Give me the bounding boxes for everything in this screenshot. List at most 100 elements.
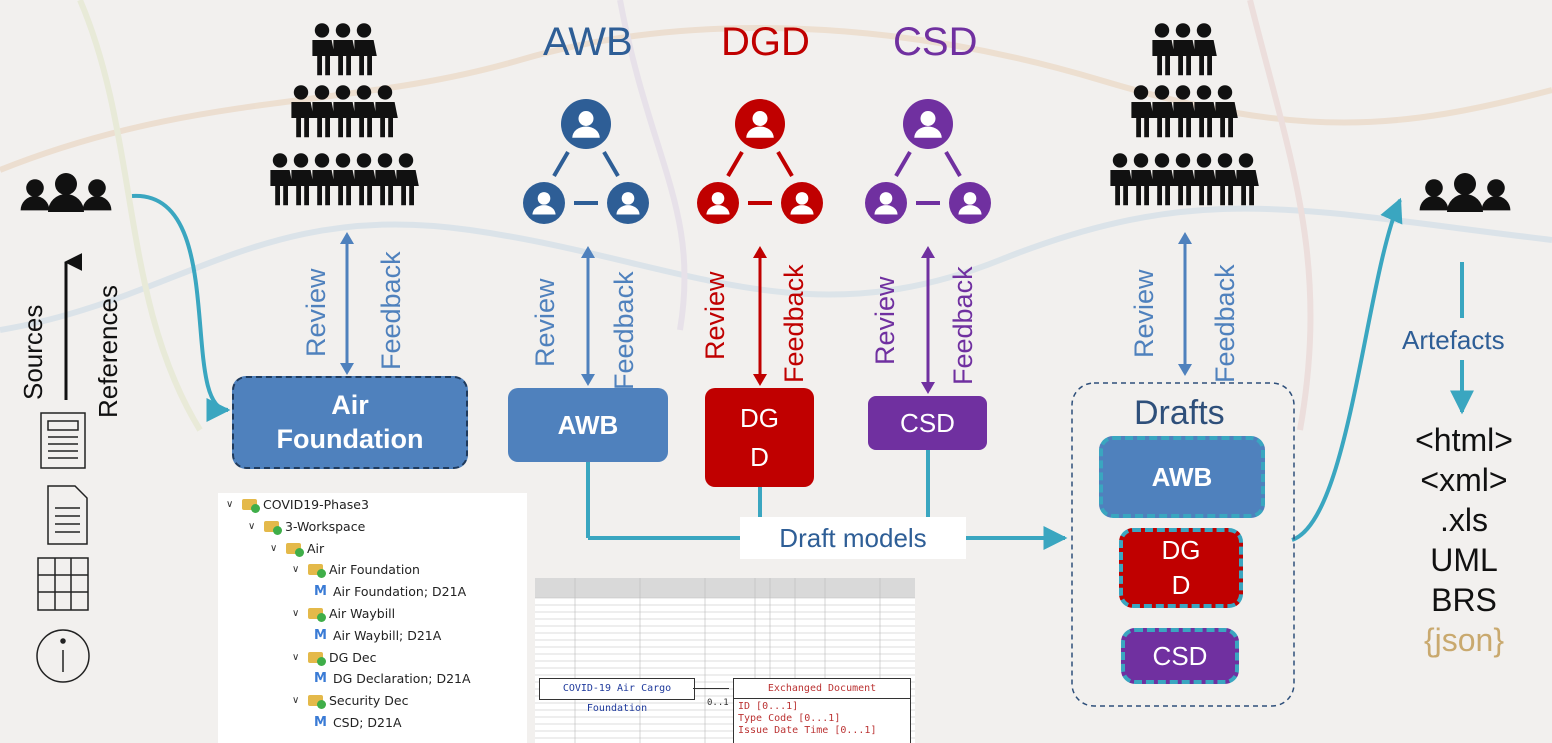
feedback-label-dgd: Feedback (779, 264, 809, 383)
tree-item-label: 3-Workspace (285, 518, 366, 534)
review-label-awb: Review (530, 278, 560, 367)
tree-folder-item[interactable]: ∨ 3-Workspace (248, 518, 366, 535)
drafts-title: Drafts (1134, 394, 1225, 432)
chevron-down-icon[interactable]: ∨ (226, 499, 234, 510)
chevron-down-icon[interactable]: ∨ (270, 542, 278, 554)
tree-folder-item[interactable]: ∨ DG Dec (292, 649, 377, 666)
person-icon (1215, 85, 1238, 138)
review-label-foundation: Review (301, 268, 331, 357)
tree-item-label: Air Foundation (329, 562, 420, 578)
tree-folder-item[interactable]: ∨COVID19-Phase3 (226, 497, 369, 513)
folder-icon (308, 608, 326, 622)
artefact-item: <xml> (1420, 462, 1508, 498)
committee-network-icon (865, 99, 991, 224)
person-icon (375, 153, 398, 206)
person-icon (1236, 153, 1259, 206)
uml-class-right-title: Exchanged Document (734, 679, 910, 699)
person-icon (1173, 153, 1196, 206)
review-label-dgd: Review (700, 271, 730, 360)
person-icon (291, 153, 314, 206)
tree-item-label: Air Waybill (329, 606, 396, 621)
draft-dgd-line1: DG (1161, 534, 1201, 565)
person-icon (354, 153, 377, 206)
tree-item-label: DG Declaration; D21A (332, 671, 471, 687)
chevron-down-icon[interactable]: ∨ (292, 608, 300, 619)
review-label-drafts: Review (1129, 269, 1159, 358)
user-group-icon (20, 173, 112, 212)
tree-folder-item[interactable]: ∨Air (270, 541, 324, 557)
air-foundation-box: Air Foundation (232, 376, 468, 469)
person-icon (270, 153, 293, 206)
tree-folder-item[interactable]: ∨ Air Waybill (292, 606, 396, 622)
artefact-item: <html> (1415, 422, 1513, 458)
awb-box: AWB (508, 388, 668, 462)
draft-dgd-line2: D (1171, 570, 1191, 600)
user-node-icon (607, 182, 649, 224)
draft-dgd-box: DG D (1119, 528, 1243, 608)
feedback-label-drafts: Feedback (1210, 264, 1240, 383)
chevron-down-icon[interactable]: ∨ (292, 651, 300, 663)
feedback-label-csd: Feedback (948, 266, 978, 385)
committee-title-csd: CSD (893, 20, 978, 64)
draft-csd-box: CSD (1121, 628, 1239, 684)
committee-network-icon (697, 99, 823, 224)
model-tree-view: ∨COVID19-Phase3∨3-Workspace∨Air∨Air Foun… (218, 493, 527, 743)
person-icon (375, 85, 398, 138)
user-node-icon (781, 182, 823, 224)
user-node-icon (523, 182, 565, 224)
spreadsheet-uml-screenshot: COVID-19 Air Cargo Foundation 0..1 Excha… (535, 578, 915, 743)
table-icon (37, 557, 89, 611)
person-icon (1194, 153, 1217, 206)
uml-class-left: COVID-19 Air Cargo Foundation (539, 678, 695, 714)
artefact-list: <html> <xml> .xls UML BRS {json} (1390, 420, 1538, 660)
sources-label: Sources (18, 304, 48, 400)
person-icon (1173, 85, 1196, 138)
person-icon (396, 153, 419, 206)
dgd-box-line1: DG (740, 402, 779, 433)
person-icon (312, 23, 335, 76)
person-icon (312, 153, 335, 206)
tree-model-item[interactable]: M DG Declaration; D21A (314, 671, 471, 686)
user-node-icon (865, 182, 907, 224)
tree-folder-item[interactable]: ∨ Air Foundation (292, 562, 420, 579)
review-feedback-arrows (340, 232, 1192, 394)
model-icon: M (314, 584, 327, 600)
user-node-icon (561, 99, 611, 149)
document-icon (47, 485, 88, 545)
crowd-icon (270, 23, 419, 206)
uml-connector (693, 688, 729, 689)
person-icon (333, 23, 356, 76)
uml-class-right: Exchanged Document ID [0...1]Type Code [… (733, 678, 911, 743)
artefact-item: UML (1430, 542, 1498, 578)
committee-title-dgd: DGD (721, 20, 810, 64)
model-icon: M (314, 671, 327, 687)
newspaper-icon (40, 412, 86, 469)
feedback-label-foundation: Feedback (376, 251, 406, 370)
user-node-icon (735, 99, 785, 149)
user-group-icon (1419, 173, 1511, 212)
draft-awb-box: AWB (1099, 436, 1265, 518)
model-icon: M (314, 627, 327, 643)
uml-attribute: Issue Date Time [0...1] (738, 725, 877, 736)
chevron-down-icon[interactable]: ∨ (292, 564, 300, 576)
review-label-csd: Review (870, 276, 900, 365)
folder-icon (308, 651, 326, 666)
chevron-down-icon[interactable]: ∨ (248, 520, 256, 532)
committee-title-awb: AWB (543, 20, 633, 64)
tree-item-label: Air Waybill; D21A (332, 627, 442, 643)
tree-item-label: CSD; D21A (332, 715, 402, 730)
tree-folder-item[interactable]: ∨Security Dec (292, 693, 409, 710)
person-icon (1152, 85, 1175, 138)
chevron-down-icon[interactable]: ∨ (292, 695, 300, 707)
artefact-item-json: {json} (1423, 622, 1505, 658)
crowd-icon (1110, 23, 1259, 206)
tree-item-label: DG Dec (329, 649, 377, 665)
dgd-box-line2: D (750, 441, 769, 472)
person-icon (1152, 23, 1175, 76)
tree-model-item[interactable]: M Air Waybill; D21A (314, 628, 441, 643)
references-label: References (93, 285, 123, 418)
background-network (0, 0, 1552, 432)
